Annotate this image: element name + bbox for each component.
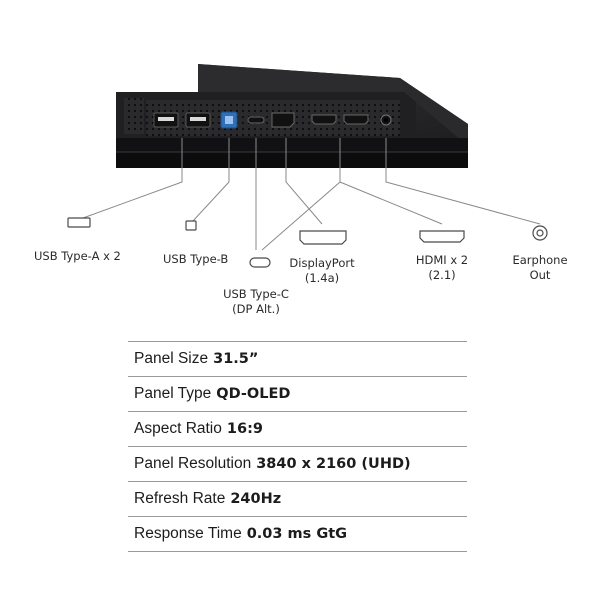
spec-row-panel-size: Panel Size 31.5”: [128, 341, 467, 376]
port-label-usb-c-line-1: USB Type-C: [223, 287, 289, 301]
spec-label: Panel Size: [134, 350, 209, 367]
usb-b-icon: [185, 220, 197, 231]
port-label-usb-c-line-2: (DP Alt.): [232, 302, 280, 316]
port-label-displayport: DisplayPort (1.4a): [284, 256, 360, 286]
spec-value: 240Hz: [230, 491, 282, 507]
port-label-hdmi-line-2: (2.1): [428, 268, 456, 282]
port-label-usb-b-line-1: USB Type-B: [163, 252, 229, 266]
port-label-usb-a: USB Type-A x 2: [34, 249, 121, 264]
port-icons: [67, 217, 548, 268]
usb-a-port-2-tongue: [190, 117, 206, 121]
displayport-icon: [299, 230, 347, 245]
usb-c-icon: [249, 257, 271, 268]
port-label-earphone: Earphone Out: [509, 253, 571, 283]
spec-table: Panel Size 31.5” Panel Type QD-OLED Aspe…: [128, 341, 467, 552]
port-label-displayport-line-2: (1.4a): [304, 271, 340, 285]
leader-lines: [71, 138, 541, 251]
earphone-port-hole: [384, 118, 388, 122]
spec-row-panel-resolution: Panel Resolution 3840 x 2160 (UHD): [128, 446, 467, 481]
port-label-usb-a-line-1: USB Type-A x 2: [34, 249, 121, 263]
spec-row-response-time: Response Time 0.03 ms GtG: [128, 516, 467, 552]
port-label-usb-c: USB Type-C (DP Alt.): [220, 287, 292, 317]
hdmi-port-1: [311, 114, 337, 125]
hdmi-leader: [339, 138, 443, 225]
spec-label: Refresh Rate: [134, 490, 226, 507]
hdmi-port-2: [343, 114, 369, 125]
spec-row-refresh-rate: Refresh Rate 240Hz: [128, 481, 467, 516]
spec-row-aspect-ratio: Aspect Ratio 16:9: [128, 411, 467, 446]
spec-label: Response Time: [134, 525, 242, 542]
spec-label: Aspect Ratio: [134, 420, 222, 437]
earphone-jack-icon-inner: [536, 229, 544, 237]
usb-b-leader: [191, 138, 230, 223]
usb-a-icon: [67, 217, 91, 228]
earphone-leader: [385, 138, 541, 225]
displayport-port: [271, 112, 295, 128]
usb-a-port-1-tongue: [158, 117, 174, 121]
port-label-earphone-line-1: Earphone: [512, 253, 568, 267]
usb-a-leader: [71, 138, 183, 223]
displayport-leader: [285, 138, 323, 225]
spec-label: Panel Resolution: [134, 455, 252, 472]
port-label-earphone-line-2: Out: [529, 268, 551, 282]
spec-value: 31.5”: [213, 351, 259, 367]
spec-value: 0.03 ms GtG: [246, 526, 348, 542]
spec-value: 3840 x 2160 (UHD): [256, 456, 411, 472]
hdmi-icon: [419, 230, 465, 243]
port-label-displayport-line-1: DisplayPort: [289, 256, 355, 270]
spec-value: QD-OLED: [216, 386, 291, 402]
port-panel: [153, 111, 392, 129]
port-label-hdmi: HDMI x 2 (2.1): [412, 253, 472, 283]
port-label-usb-b: USB Type-B: [163, 252, 228, 267]
port-label-hdmi-line-1: HDMI x 2: [415, 253, 469, 267]
usb-c-port: [247, 116, 265, 124]
monitor-io-illustration: [67, 64, 548, 268]
usb-b-port-insert: [225, 116, 233, 124]
spec-row-panel-type: Panel Type QD-OLED: [128, 376, 467, 411]
spec-value: 16:9: [226, 421, 263, 437]
spec-label: Panel Type: [134, 385, 212, 402]
